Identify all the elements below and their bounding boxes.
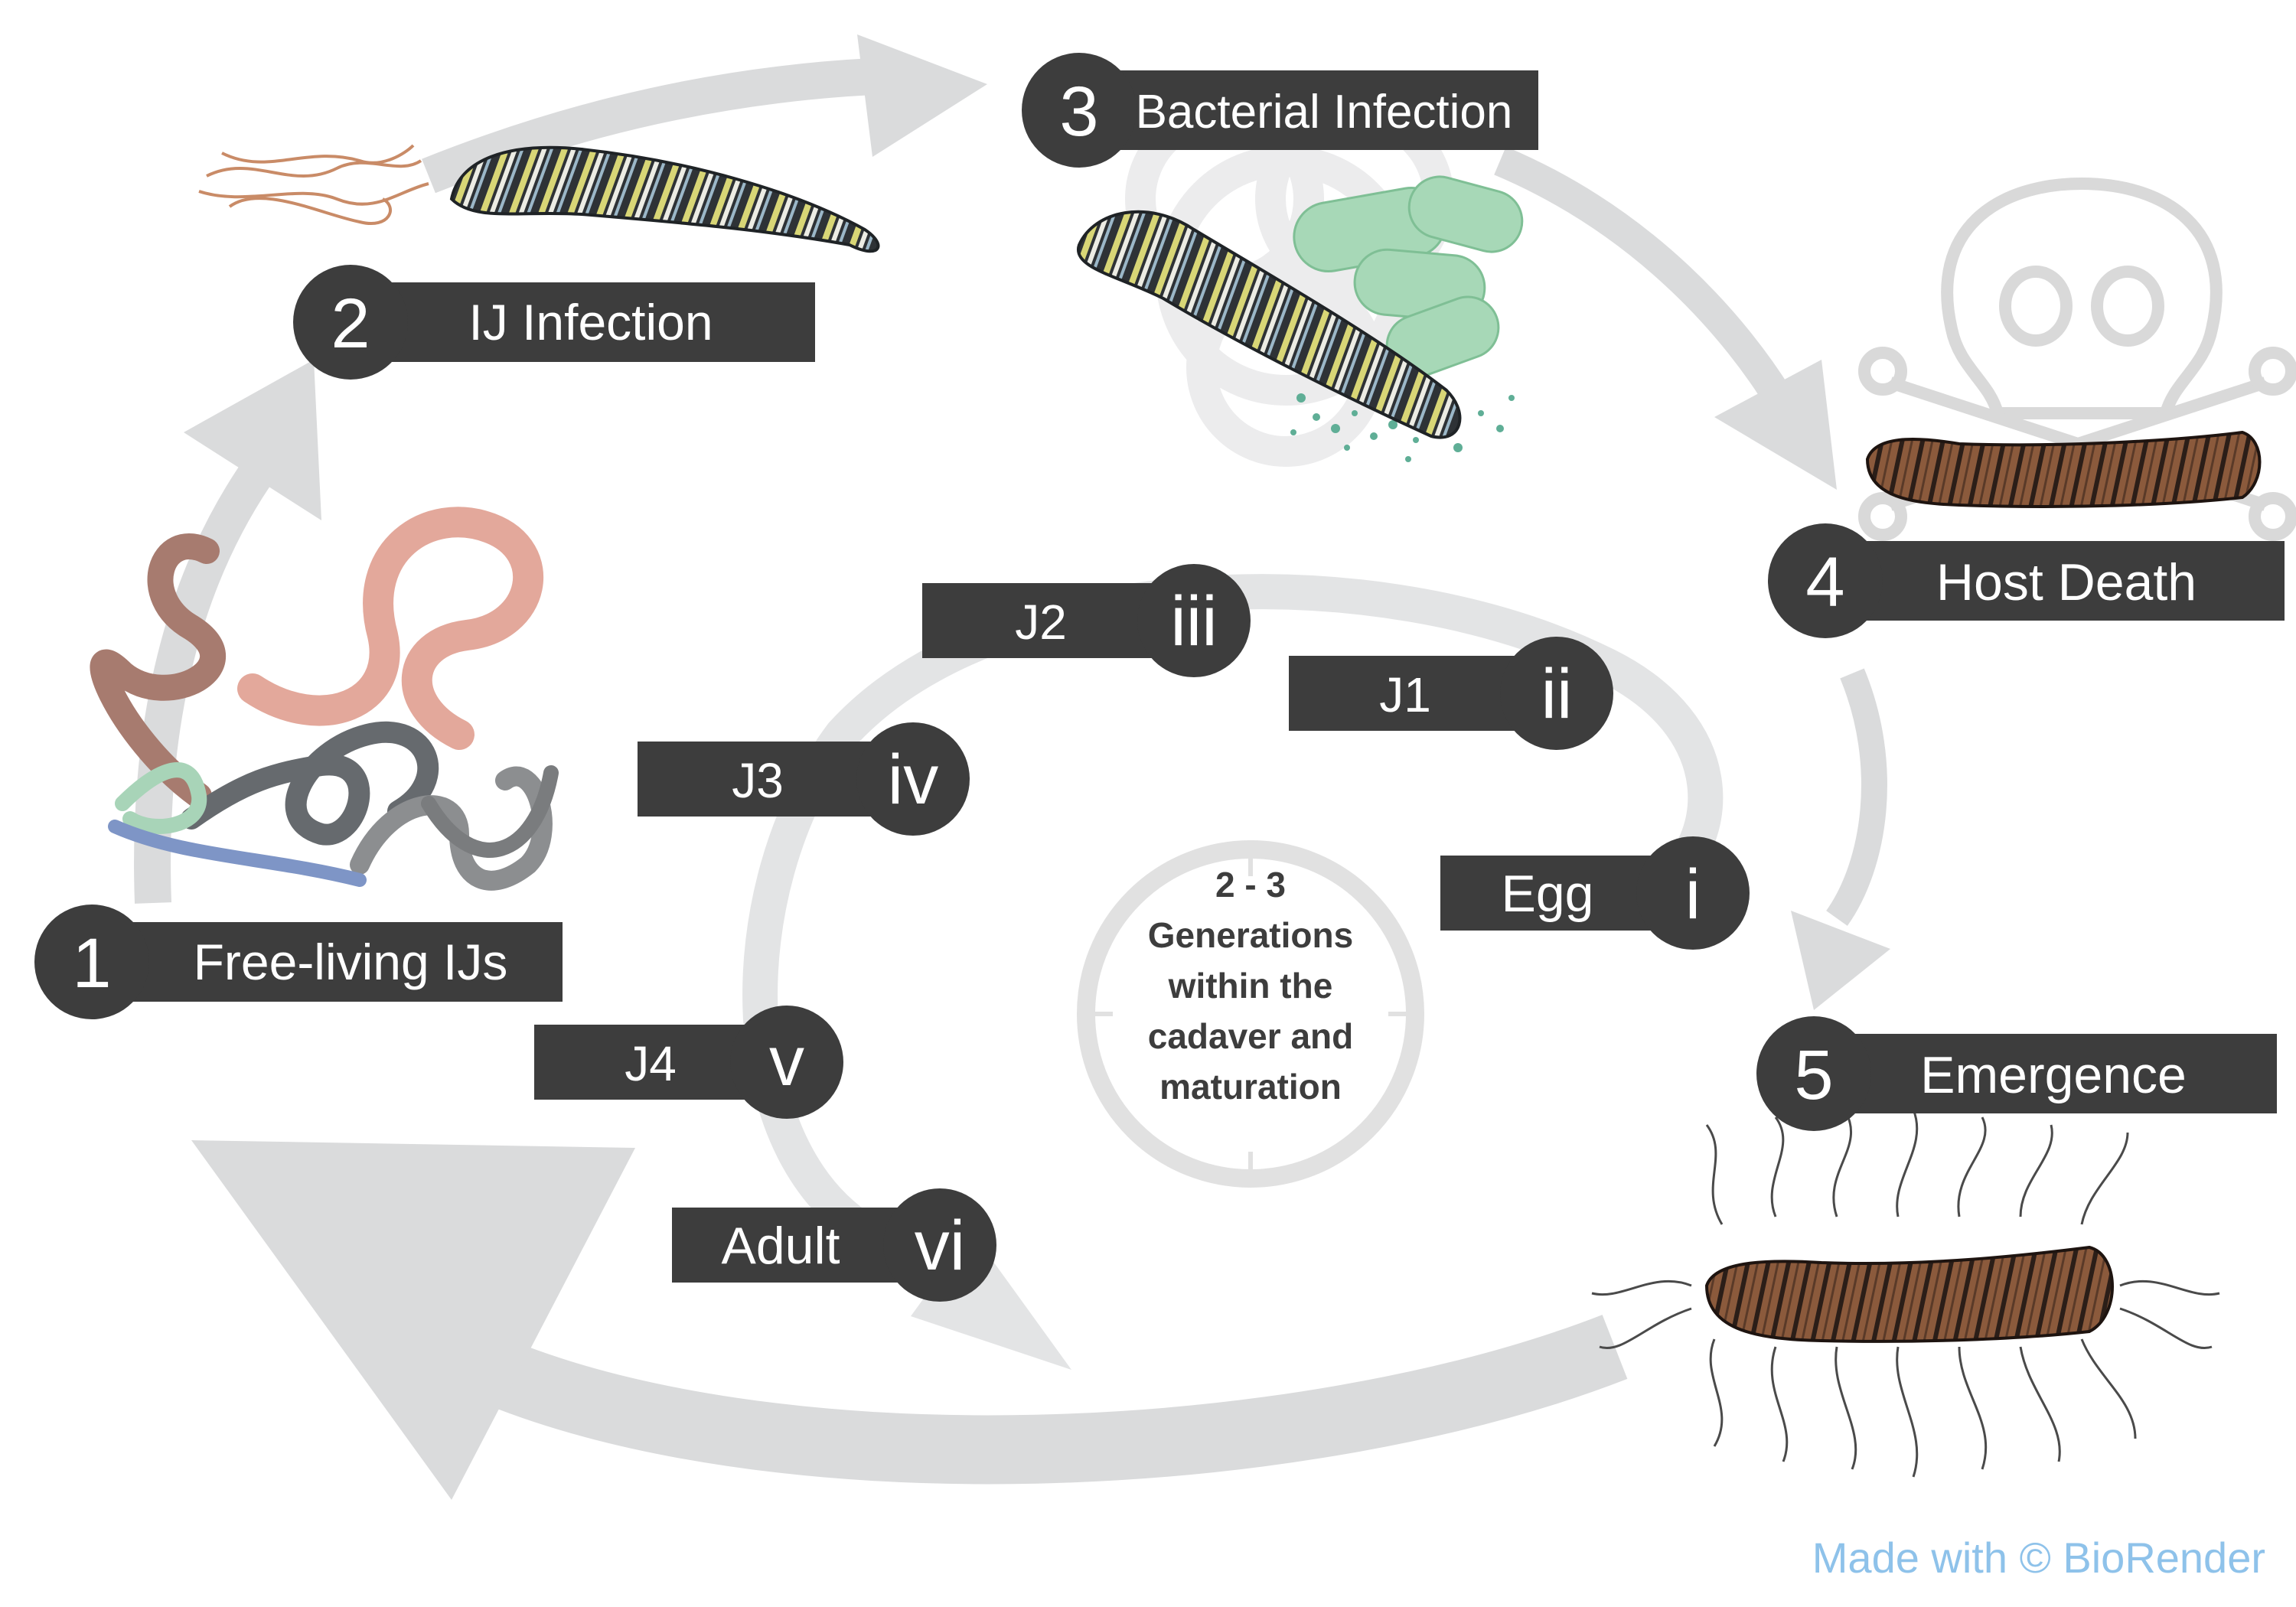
stage-label-2: 2 IJ Infection [293,265,815,380]
stage-text-4: Host Death [1936,553,2197,611]
inner-stage-numeral-v: v [769,1022,804,1100]
inner-stage-numeral-iii: iii [1170,582,1217,660]
nematode-worms-icon [198,144,429,225]
arrow-2-to-3 [422,58,874,194]
inner-stage-label-adult: Adult [722,1217,840,1275]
bacteria-icon [1293,175,1524,378]
center-note-line-5: maturation [1159,1067,1342,1107]
caterpillar-icon [1076,210,1462,439]
inner-stage-numeral-i: i [1685,856,1701,934]
stage-label-4: 4 Host Death [1768,523,2285,638]
arrow-5-to-1 [460,1315,1628,1485]
cadaver-icon [1704,1245,2114,1343]
stage-label-1: 1 Free-living IJs [34,905,563,1019]
stage-number-3: 3 [1059,73,1098,151]
inner-stage-j4: J4 v [534,1006,843,1119]
stage-number-5: 5 [1794,1036,1833,1114]
emerging-nematodes [1591,1109,2220,1478]
center-note: 2 - 3 Generations within the cadaver and… [1148,865,1353,1107]
center-note-line-1: 2 - 3 [1215,865,1286,905]
arrow-3-to-4 [1494,146,1797,414]
caterpillar-icon [449,145,880,253]
center-note-line-2: Generations [1148,915,1353,955]
cadaver-icon [1865,430,2262,508]
timer-clock-icon [1077,840,1424,1188]
inner-stage-j2: J2 iii [922,564,1251,677]
arrow-head-3-to-4 [1714,360,1837,490]
stage-text-3: Bacterial Infection [1136,86,1513,139]
stage-label-5: 5 Emergence [1756,1016,2277,1131]
inner-stage-label-j3: J3 [732,753,784,808]
inner-stage-j1: J1 ii [1289,637,1613,750]
center-note-line-4: cadaver and [1148,1016,1353,1056]
biorender-credit: Made with © BioRender [1812,1534,2265,1582]
stage-text-1: Free-living IJs [194,934,508,990]
stage-label-3: 3 Bacterial Infection [1022,53,1538,168]
inner-stage-numeral-vi: vi [915,1207,965,1285]
inner-stage-numeral-iv: iv [888,741,938,819]
arrow-head-4-to-5 [1791,911,1890,1010]
stage-number-4: 4 [1805,543,1844,621]
inner-stage-numeral-ii: ii [1541,655,1573,733]
inner-stage-label-egg: Egg [1502,865,1594,923]
stage-number-1: 1 [72,924,111,1002]
arrow-4-to-5 [1825,668,1887,926]
inner-stage-label-j1: J1 [1379,667,1431,722]
arrow-head-2-to-3 [857,34,987,157]
arrow-head-1-to-2 [184,360,321,520]
inner-stage-j3: J3 iv [638,722,970,836]
stage-number-2: 2 [331,285,370,363]
inner-stage-label-j2: J2 [1015,595,1067,650]
inner-stage-label-j4: J4 [625,1036,677,1091]
inner-stage-egg: Egg i [1440,836,1750,950]
nematode-worms-icon [90,507,559,891]
center-note-line-3: within the [1168,966,1333,1006]
inner-stage-adult: Adult vi [672,1188,996,1302]
stage-text-5: Emergence [1920,1046,2187,1104]
outer-cycle-arrows [134,34,1890,1500]
arrow-head-5-to-1 [191,1140,635,1500]
stage-text-2: IJ Infection [468,294,713,350]
